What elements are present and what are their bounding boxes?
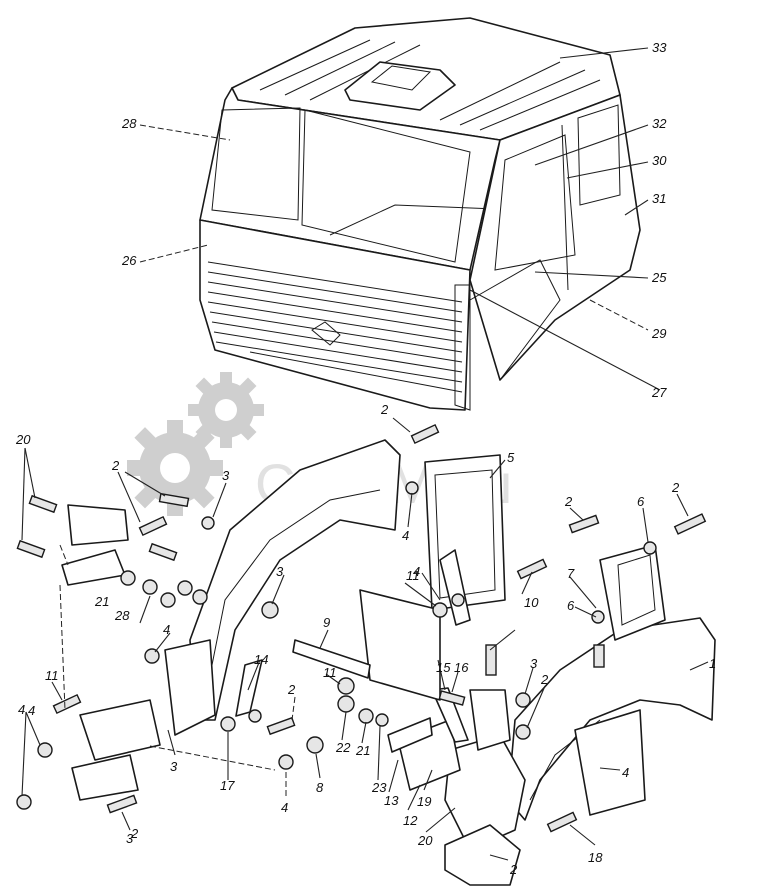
bolt	[593, 644, 605, 668]
bracket-13	[469, 689, 511, 751]
callout-label: 20	[15, 432, 31, 447]
callout-label: 21	[355, 743, 370, 758]
callout-label: 13	[384, 793, 399, 808]
bolt	[673, 513, 707, 535]
callout-label: 22	[335, 740, 351, 755]
bolt	[16, 539, 46, 559]
callout-label: 18	[588, 850, 603, 865]
mud-flap-left	[359, 589, 441, 701]
bolt	[148, 542, 178, 562]
callout-label: 6	[567, 598, 575, 613]
callout-label: 2	[111, 458, 120, 473]
logo-emblem	[311, 321, 341, 346]
callout-label: 27	[651, 385, 667, 400]
callout-label: 2	[671, 480, 680, 495]
callout-label: 4	[622, 765, 629, 780]
callout-label: 8	[316, 780, 324, 795]
mud-flap-right	[574, 709, 646, 816]
nuts	[16, 481, 657, 810]
plate-21	[61, 549, 126, 586]
callout-label: 21	[94, 594, 109, 609]
callout-label: 3	[276, 564, 284, 579]
callout-label: 2	[130, 826, 139, 841]
callout-label: 11	[406, 568, 420, 583]
bolt	[568, 514, 600, 534]
grille-slats	[207, 261, 463, 393]
step-plate-18	[444, 824, 521, 886]
callout-label: 4	[163, 622, 170, 637]
bracket-left-lower	[79, 699, 161, 761]
gear-icon	[188, 372, 264, 448]
callout-label: 20	[417, 833, 433, 848]
gear-icon	[127, 420, 223, 516]
callout-label: 2	[509, 862, 518, 877]
bolt	[485, 644, 497, 676]
fender-bracket-12	[164, 639, 216, 736]
callout-label: 3	[126, 831, 134, 846]
plate-top-left	[67, 504, 129, 546]
bolt	[52, 693, 82, 715]
callout-label: 33	[652, 40, 667, 55]
callout-label: 19	[417, 794, 431, 809]
bolt	[158, 492, 190, 508]
callout-label: 10	[524, 595, 539, 610]
callout-label: 3	[530, 656, 538, 671]
step-23	[387, 717, 433, 753]
callout-label: 15	[436, 660, 451, 675]
callout-label: 28	[114, 608, 130, 623]
bolt	[438, 690, 466, 706]
callout-label: 23	[371, 780, 387, 795]
fasteners	[16, 423, 707, 833]
bolt	[410, 423, 440, 445]
bolt	[106, 794, 138, 814]
callout-label: 14	[254, 652, 268, 667]
callout-label: 2	[380, 402, 389, 417]
callout-label: 5	[507, 450, 515, 465]
callout-label: 4	[28, 703, 35, 718]
callout-label: 4	[402, 528, 409, 543]
left-fender-assembly	[61, 439, 506, 801]
callout-label: 31	[652, 191, 666, 206]
callout-label: 2	[564, 494, 573, 509]
callout-label: 3	[222, 468, 230, 483]
bar-9	[292, 639, 371, 679]
bolt	[28, 494, 58, 514]
bolt	[266, 716, 296, 736]
right-fender-assembly	[387, 544, 716, 886]
callout-label: 25	[651, 270, 667, 285]
callout-label: 30	[652, 153, 667, 168]
mudguard-bracket	[599, 544, 666, 641]
callout-label: 6	[637, 494, 645, 509]
callout-label: 2	[540, 672, 549, 687]
callout-label: 17	[220, 778, 235, 793]
callout-label: 12	[403, 813, 418, 828]
callout-label: 2	[287, 682, 296, 697]
callout-label: 7	[567, 566, 575, 581]
callout-label: 9	[323, 615, 330, 630]
leader-lines	[21, 47, 709, 861]
callout-label: 32	[652, 116, 667, 131]
callout-label: 16	[454, 660, 469, 675]
step-left-lower	[71, 754, 139, 801]
strut-16	[431, 687, 469, 743]
callout-label: 3	[170, 759, 178, 774]
bolt	[546, 811, 578, 833]
callout-label: 11	[323, 665, 337, 680]
callout-label: 11	[45, 668, 59, 683]
callout-label: 4	[281, 800, 288, 815]
callout-label: 29	[651, 326, 666, 341]
bolt	[516, 558, 548, 580]
callout-label: 1	[709, 656, 716, 671]
strut-10	[439, 549, 471, 626]
callout-label: 4	[18, 702, 25, 717]
callout-label: 4	[413, 564, 420, 579]
callout-label: 28	[121, 116, 137, 131]
callout-label: 26	[121, 253, 137, 268]
bolt	[138, 515, 168, 537]
cab-body	[199, 17, 641, 411]
